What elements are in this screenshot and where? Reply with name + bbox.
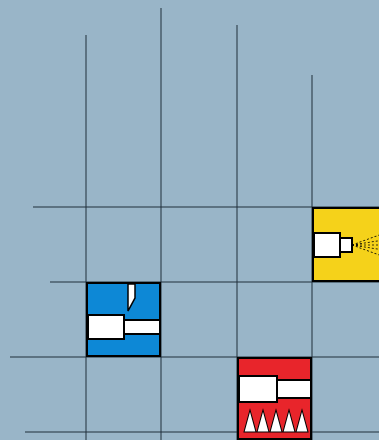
spike-crusher-icon: [239, 359, 312, 440]
deflector-block-tile[interactable]: [86, 282, 161, 357]
deflector-blade: [128, 284, 135, 311]
crusher-spikes: [244, 410, 308, 432]
laser-beam: [352, 231, 379, 259]
laser-emitter-tile[interactable]: [312, 207, 379, 282]
laser-emitter-icon: [314, 209, 379, 282]
emitter-body: [314, 233, 340, 257]
emitter-nozzle: [340, 238, 352, 252]
crusher-body: [239, 376, 277, 402]
crusher-arm: [277, 380, 312, 398]
spike-crusher-tile[interactable]: [237, 357, 312, 440]
deflector-arm: [124, 320, 161, 334]
deflector-block-icon: [88, 284, 161, 357]
deflector-body: [88, 315, 124, 339]
